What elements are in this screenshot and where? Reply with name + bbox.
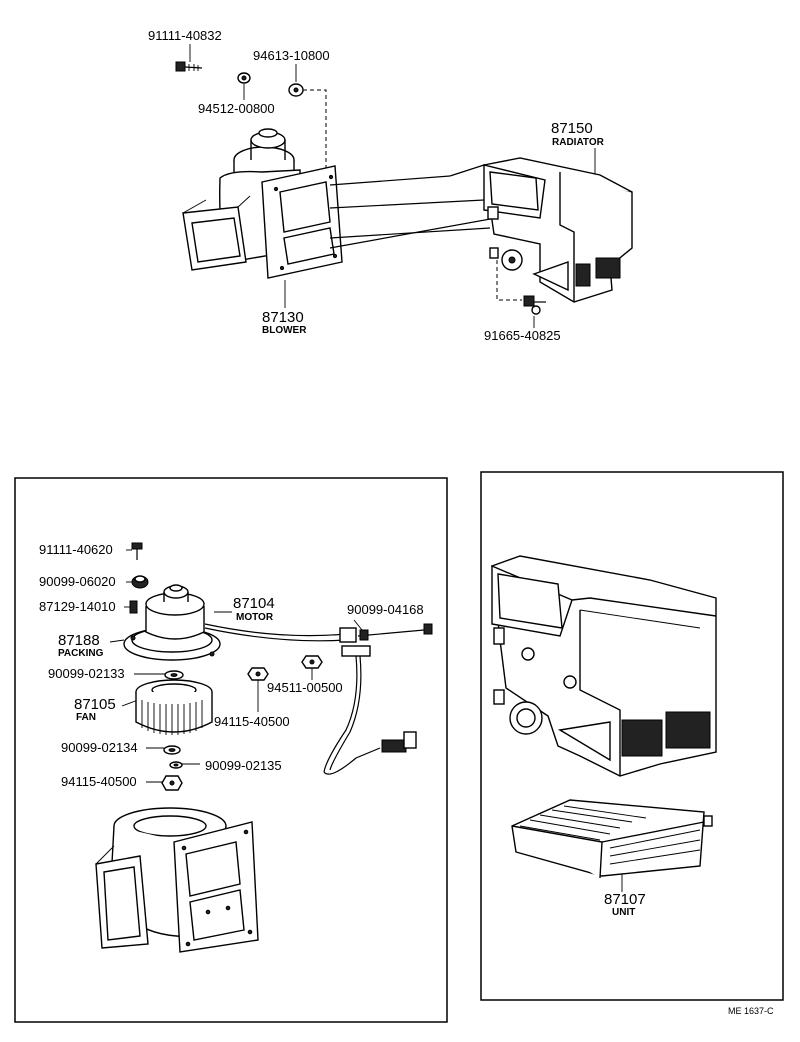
label-nut-small: 94511-00500 — [267, 680, 343, 695]
blower-case-icon — [95, 807, 259, 953]
label-radiator-number: 87150 — [551, 120, 593, 137]
motor-icon — [123, 584, 221, 661]
label-motor-number: 87104 — [233, 595, 275, 612]
label-screw-bottom: 91665-40825 — [484, 328, 561, 343]
left-panel: 91111-40620 90099-06020 87129-14010 8710… — [39, 542, 433, 953]
leader-packing — [109, 639, 125, 643]
label-washer2: 90099-02134 — [61, 740, 138, 755]
screw-bottom-icon — [523, 295, 546, 315]
label-fan-name: FAN — [76, 712, 96, 723]
label-clip: 87129-14010 — [39, 599, 116, 614]
label-motor-name: MOTOR — [236, 612, 274, 623]
right-panel: 87107 UNIT — [491, 555, 717, 918]
label-radiator-name: RADIATOR — [552, 137, 605, 148]
label-unit-name: UNIT — [612, 907, 635, 918]
label-washer3: 90099-02135 — [205, 758, 282, 773]
label-nut-bottom: 94115-40500 — [61, 774, 137, 789]
label-blower-number: 87130 — [262, 309, 304, 326]
dashed-guide-top — [303, 89, 327, 170]
washer2-icon — [163, 745, 181, 755]
clip-icon — [129, 600, 138, 614]
radiator-case-icon — [483, 157, 633, 303]
label-screw: 91111-40620 — [39, 542, 113, 557]
label-bolt-long: 90099-04168 — [347, 602, 424, 617]
nut-mid-icon — [247, 667, 269, 681]
washer3-icon — [169, 761, 183, 769]
grommet-icon — [131, 575, 149, 589]
nut-left-icon — [237, 72, 251, 84]
blower-housing-icon — [182, 128, 343, 279]
bolt-long-icon — [357, 623, 433, 641]
footer-code: ME 1637-C — [728, 1006, 774, 1016]
label-washer1: 90099-02133 — [48, 666, 125, 681]
washer1-icon — [164, 670, 184, 680]
label-grommet: 90099-06020 — [39, 574, 116, 589]
right-panel-frame — [480, 471, 784, 1001]
screw-icon — [131, 542, 143, 560]
radiator-case-large-icon — [491, 555, 717, 777]
dashed-guide-bottom — [496, 260, 522, 301]
upper-assembly: 91111-40832 94613-10800 94512-00800 8715… — [148, 28, 633, 343]
label-bolt-top: 91111-40832 — [148, 28, 222, 43]
wire-harness-icon — [204, 623, 417, 775]
nut-bottom-icon — [161, 775, 183, 791]
washer-right-icon — [288, 83, 304, 97]
label-unit-number: 87107 — [604, 891, 646, 908]
label-packing-number: 87188 — [58, 632, 100, 649]
bolt-top-icon — [175, 61, 203, 72]
leader-bolt-long — [353, 619, 363, 631]
left-panel-frame — [14, 477, 448, 1023]
label-fan-number: 87105 — [74, 696, 116, 713]
label-nut-mid: 94115-40500 — [214, 714, 290, 729]
label-washer-right: 94613-10800 — [253, 48, 330, 63]
label-nut-left: 94512-00800 — [198, 101, 275, 116]
nut-small-icon — [301, 655, 323, 669]
fan-icon — [135, 679, 213, 735]
label-packing-name: PACKING — [58, 648, 104, 659]
heater-core-icon — [511, 799, 713, 879]
label-blower-name: BLOWER — [262, 325, 307, 336]
